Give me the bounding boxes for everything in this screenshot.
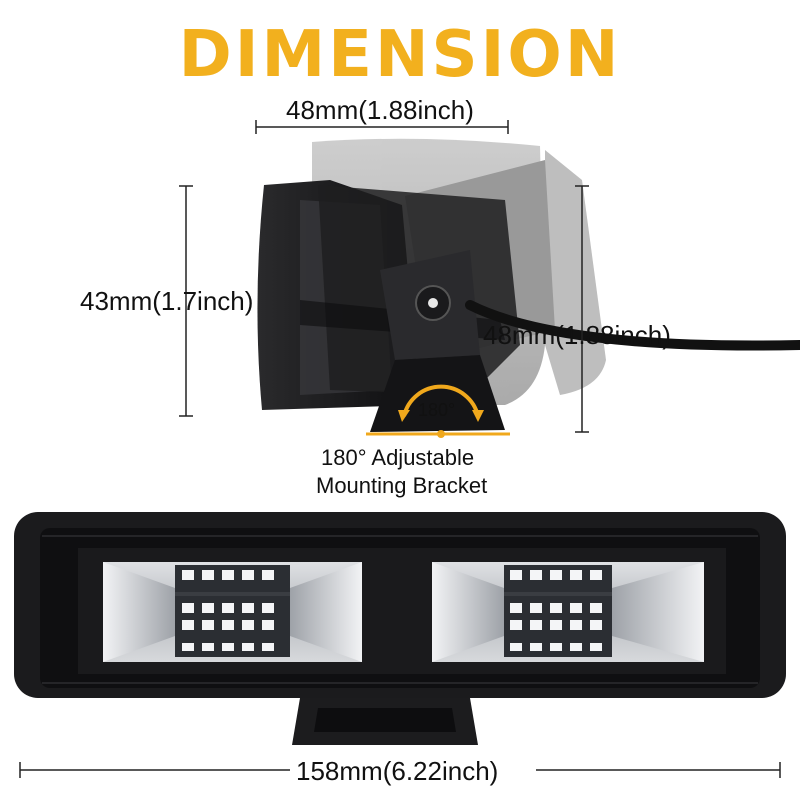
length-label: 158mm(6.22inch) xyxy=(296,756,499,786)
bracket-label-line2: Mounting Bracket xyxy=(316,473,488,498)
bracket-label-line1: 180° Adjustable xyxy=(321,445,475,470)
width-label: 48mm(1.88inch) xyxy=(286,95,474,125)
led-chips xyxy=(182,570,602,651)
front-light-bar xyxy=(14,512,786,745)
dimension-title: DIMENSION xyxy=(178,18,622,92)
right-led-module xyxy=(432,562,704,662)
power-cable xyxy=(465,300,800,351)
heatsink-fins xyxy=(42,535,758,684)
dimension-lines xyxy=(19,120,781,778)
rotation-arrow-icon xyxy=(366,384,510,438)
height-left-label: 43mm(1.7inch) xyxy=(80,286,254,316)
height-right-label: 48mm(1.88inch) xyxy=(483,320,671,350)
angle-label: 180° xyxy=(418,400,456,420)
